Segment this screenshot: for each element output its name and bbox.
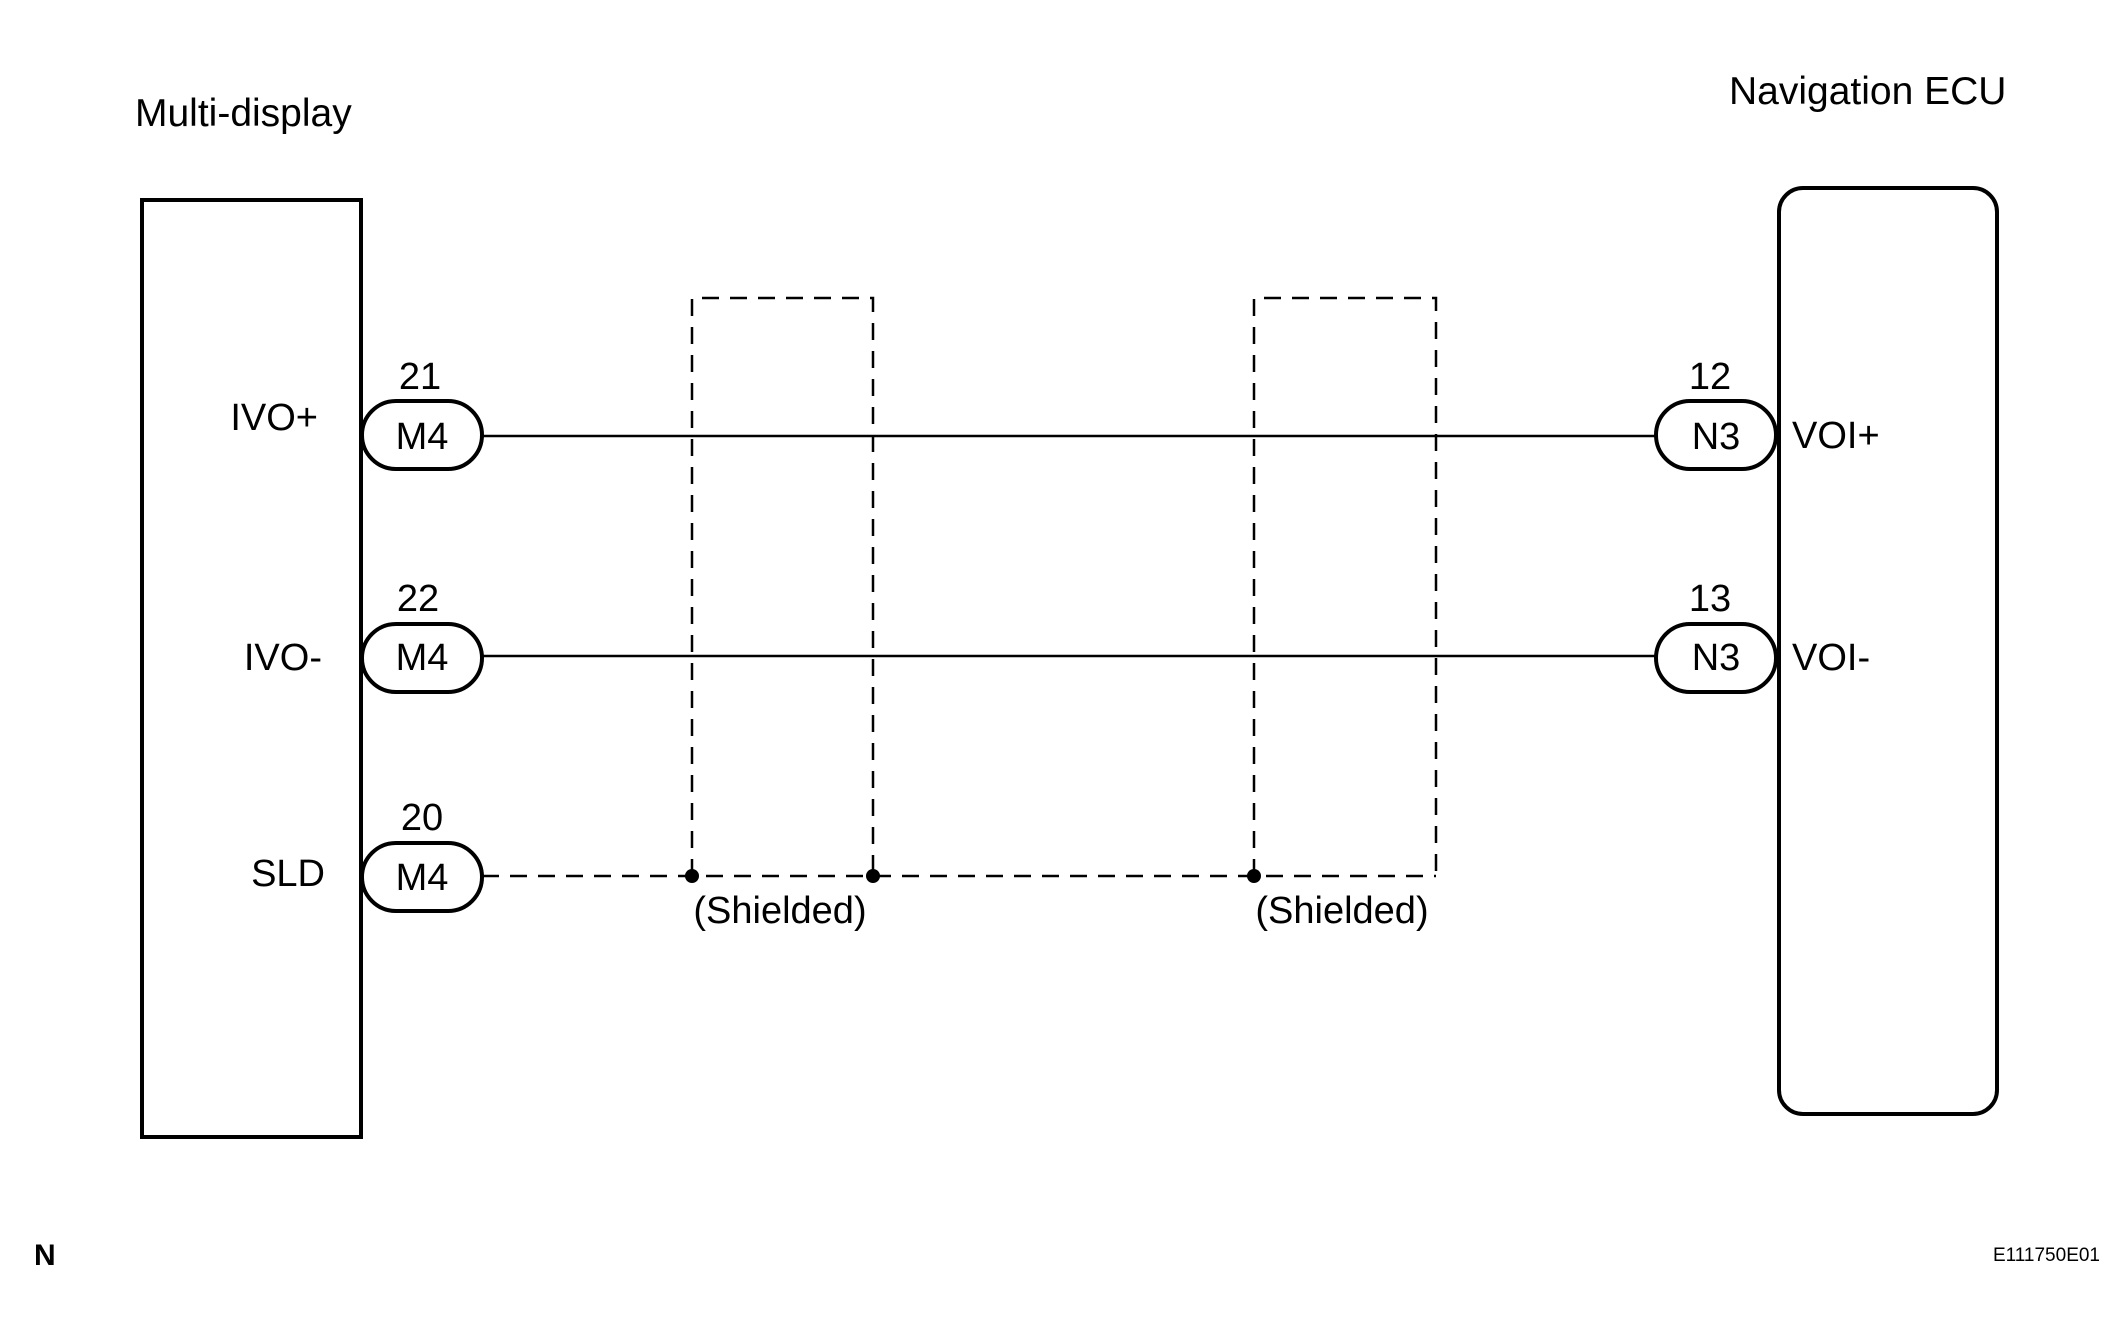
navigation-ecu-title: Navigation ECU: [1729, 70, 2006, 113]
signal-label: IVO-: [244, 637, 322, 679]
footer-drawing-id: E111750E01: [1993, 1245, 2100, 1266]
pin-number: 12: [1689, 356, 1731, 398]
signal-label: VOI-: [1792, 637, 1870, 679]
connector-label: N3: [1692, 416, 1741, 458]
pin-number: 20: [401, 797, 443, 839]
signal-label: SLD: [251, 853, 325, 895]
multi-display-box: [140, 198, 363, 1139]
pin-number: 22: [397, 578, 439, 620]
navigation-ecu-box: [1777, 186, 1999, 1116]
connector-label: M4: [396, 857, 449, 899]
pin-number: 13: [1689, 578, 1731, 620]
shield-box-2: [1252, 296, 1438, 876]
connector-label: M4: [396, 637, 449, 679]
signal-label: VOI+: [1792, 415, 1880, 457]
connector-label: M4: [396, 416, 449, 458]
shielded-label: (Shielded): [693, 890, 866, 932]
signal-label: IVO+: [230, 397, 318, 439]
connector-n3-pin13: [1654, 622, 1778, 694]
multi-display-title: Multi-display: [135, 92, 352, 135]
junction-dot: [685, 869, 699, 883]
connector-m4-pin20: [360, 841, 484, 913]
connector-n3-pin12: [1654, 399, 1778, 471]
footer-left-code: N: [34, 1239, 56, 1272]
pin-number: 21: [399, 356, 441, 398]
junction-dot: [1247, 869, 1261, 883]
shield-box-1: [690, 296, 875, 876]
shielded-label: (Shielded): [1255, 890, 1428, 932]
connector-m4-pin22: [360, 622, 484, 694]
connector-m4-pin21: [360, 399, 484, 471]
junction-dot: [866, 869, 880, 883]
connector-label: N3: [1692, 637, 1741, 679]
